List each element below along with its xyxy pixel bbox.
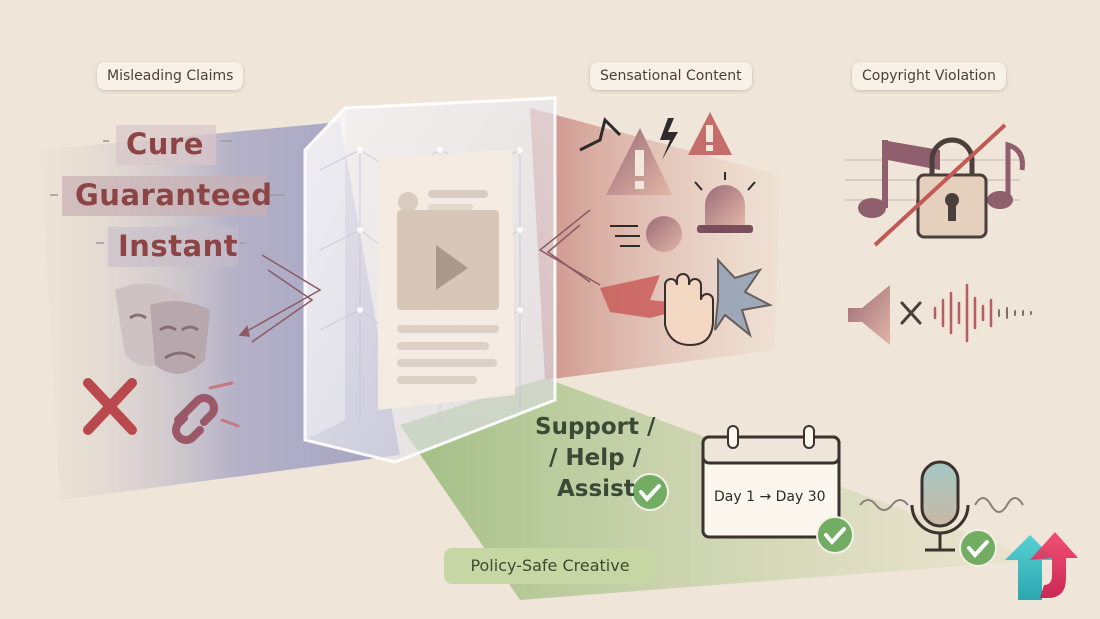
check-icon xyxy=(631,473,669,511)
speed-ball-icon xyxy=(610,216,682,252)
broken-link-icon xyxy=(172,381,240,444)
sound-wave-icon xyxy=(933,283,1032,343)
copyright-slash xyxy=(873,123,1007,247)
label-misleading-claims: Misleading Claims xyxy=(97,62,244,90)
safe-word-help: / Help / xyxy=(549,445,642,471)
safe-word-assist: Assist xyxy=(557,476,635,502)
misleading-arrows xyxy=(238,254,322,343)
check-icon-mic xyxy=(959,529,997,567)
x-mark-icon xyxy=(83,378,137,435)
lightning-icon xyxy=(660,118,678,160)
brand-logo-icon xyxy=(1005,532,1078,600)
warning-icon-small xyxy=(688,112,732,155)
theater-mask-icon xyxy=(115,283,210,374)
microphone-icon xyxy=(859,460,1024,552)
sensational-arrows xyxy=(538,209,601,286)
word-instant: Instant xyxy=(118,229,239,263)
calendar-icon xyxy=(701,425,841,539)
label-copyright-violation: Copyright Violation xyxy=(852,62,1006,90)
play-icon xyxy=(436,245,468,290)
calendar-day-range: Day 1 → Day 30 xyxy=(714,489,826,505)
safe-word-support: Support / xyxy=(535,414,656,440)
label-policy-safe-creative: Policy-Safe Creative xyxy=(444,548,656,584)
ad-card xyxy=(378,150,515,410)
check-icon-calendar xyxy=(816,516,854,554)
word-cure: Cure xyxy=(126,127,204,161)
warning-icon xyxy=(579,117,672,195)
label-sensational-content: Sensational Content xyxy=(590,62,752,90)
stop-hand-icon xyxy=(600,257,774,347)
siren-icon xyxy=(694,172,756,233)
muted-speaker-icon xyxy=(848,285,922,345)
word-guaranteed: Guaranteed xyxy=(75,178,273,212)
